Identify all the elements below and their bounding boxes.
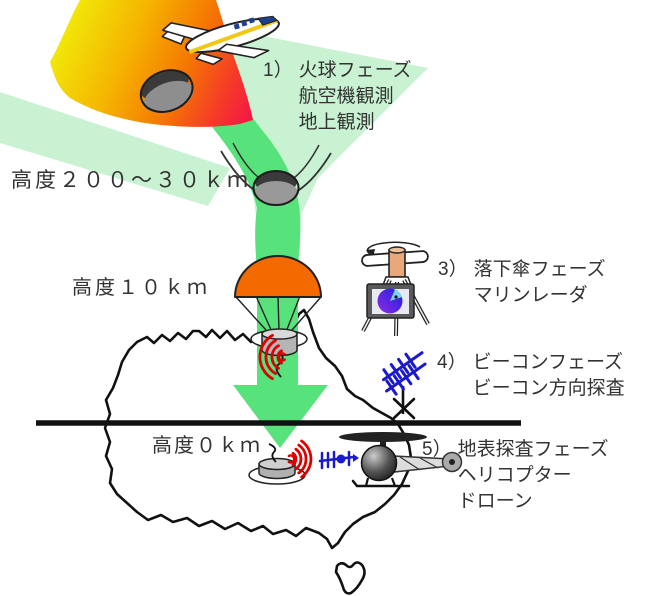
tasmania-outline: [334, 561, 366, 595]
phase1-line1: 火球フェーズ: [298, 60, 412, 81]
beacon-antenna-icon: [382, 351, 427, 420]
phase3-number: 3）: [438, 259, 468, 280]
fireball-icon: [50, 0, 253, 127]
landed-capsule: [248, 439, 313, 485]
altitude-label-0km: 高度０ｋｍ: [152, 435, 262, 457]
beacon-receiver-icon: [318, 450, 359, 470]
phase4-line1: ビーコンフェーズ: [472, 352, 624, 373]
phase1-label: 1） 火球フェーズ 航空機観測 地上観測: [263, 58, 412, 136]
phase5-line2: ヘリコプター: [457, 465, 572, 486]
phase5-line3: ドローン: [457, 491, 533, 512]
capsule-icon: [139, 69, 194, 113]
capsule-icon: [252, 170, 300, 206]
phase1-number: 1）: [263, 60, 293, 81]
phase1-line2: 航空機観測: [298, 86, 394, 107]
phase3-label: 3） 落下傘フェーズ マリンレーダ: [438, 257, 606, 309]
antenna-wire: [275, 351, 284, 378]
yagi-elements: [382, 351, 427, 396]
main-rotor: [339, 432, 427, 442]
phase5-line1: 地表探査フェーズ: [457, 439, 609, 460]
capsule-icon: [248, 443, 306, 485]
phase4-number: 4）: [437, 352, 467, 373]
phase3-line2: マリンレーダ: [473, 285, 588, 306]
fuselage: [360, 444, 398, 482]
parachute-icon: [234, 255, 322, 381]
phase1-line3: 地上観測: [298, 112, 375, 133]
radio-wave-icon: [287, 439, 313, 479]
altitude-label-200-30km: 高度２００～３０ｋｍ: [11, 169, 251, 192]
radio-wave-icon: [258, 333, 286, 381]
airplane-icon: [161, 15, 280, 66]
altitude-label-10km: 高度１０ｋｍ: [72, 277, 210, 299]
phase5-label: 5） 地表探査フェーズ ヘリコプター ドローン: [422, 437, 609, 515]
phase3-line1: 落下傘フェーズ: [473, 259, 606, 280]
phase4-label: 4） ビーコンフェーズ ビーコン方向探査: [437, 350, 625, 402]
phase5-number: 5）: [422, 439, 452, 460]
shockfront-capsule: [220, 142, 332, 206]
phase4-line2: ビーコン方向探査: [472, 378, 625, 399]
marine-radar-icon: [361, 241, 430, 337]
helicopter-icon: [339, 432, 463, 488]
antenna-wire: [268, 443, 277, 463]
